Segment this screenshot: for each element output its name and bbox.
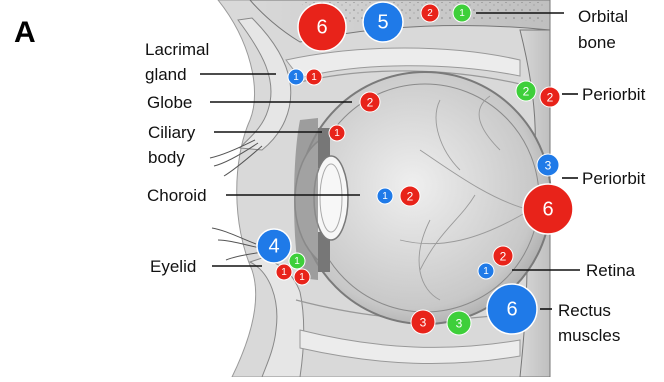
label-rectus-line1: Rectus — [558, 301, 611, 320]
lacrimal-gland-red-marker-value: 1 — [311, 72, 317, 83]
label-ciliary-line1: Ciliary — [148, 123, 196, 142]
choroid-red-marker-value: 2 — [407, 190, 414, 204]
eyelid-red-marker-value: 1 — [299, 272, 305, 283]
label-orbital-line2: bone — [578, 33, 616, 52]
label-eyelid: Eyelid — [150, 257, 196, 276]
label-retina: Retina — [586, 261, 636, 280]
eyelid-green-marker-value: 1 — [294, 256, 300, 267]
orbital-bone-green-marker-value: 1 — [459, 8, 465, 19]
periorbit-upper-green-marker-value: 2 — [523, 85, 530, 99]
rectus-muscles-blue-marker-value: 6 — [506, 299, 517, 321]
retina-red-marker-value: 2 — [500, 250, 507, 264]
choroid-blue-marker-value: 1 — [382, 191, 388, 202]
label-globe: Globe — [147, 93, 192, 112]
label-lacrimal-line2: gland — [145, 65, 187, 84]
eyelid-red-marker-value: 1 — [281, 267, 287, 278]
label-lacrimal-line1: Lacrimal — [145, 40, 209, 59]
periorbit-upper-red-marker-value: 2 — [547, 91, 554, 105]
orbital-bone-red-marker-value: 6 — [316, 17, 327, 39]
orbital-bone-blue-marker-value: 5 — [377, 12, 388, 34]
lens-shape — [314, 156, 348, 240]
label-choroid: Choroid — [147, 186, 207, 205]
ciliary-body-red-marker-value: 1 — [334, 128, 340, 139]
lacrimal-gland-blue-marker-value: 1 — [293, 72, 299, 83]
eyelid-blue-marker-value: 4 — [268, 236, 279, 258]
label-orbital-line1: Orbital — [578, 7, 628, 26]
rectus-muscles-red-marker-value: 3 — [420, 316, 427, 330]
label-periorbit-lower: Periorbit — [582, 169, 646, 188]
periorbit-lower-blue-marker-value: 3 — [545, 159, 552, 173]
periorbit-lower-red-marker-value: 6 — [542, 199, 553, 221]
label-periorbit-upper: Periorbit — [582, 85, 646, 104]
orbital-bone-red-marker-value: 2 — [427, 8, 433, 19]
retina-blue-marker-value: 1 — [483, 266, 489, 277]
label-ciliary-line2: body — [148, 148, 185, 167]
rectus-muscles-green-marker-value: 3 — [456, 317, 463, 331]
label-rectus-line2: muscles — [558, 326, 620, 345]
panel-letter: A — [14, 16, 36, 49]
globe-red-marker-value: 2 — [367, 96, 374, 110]
